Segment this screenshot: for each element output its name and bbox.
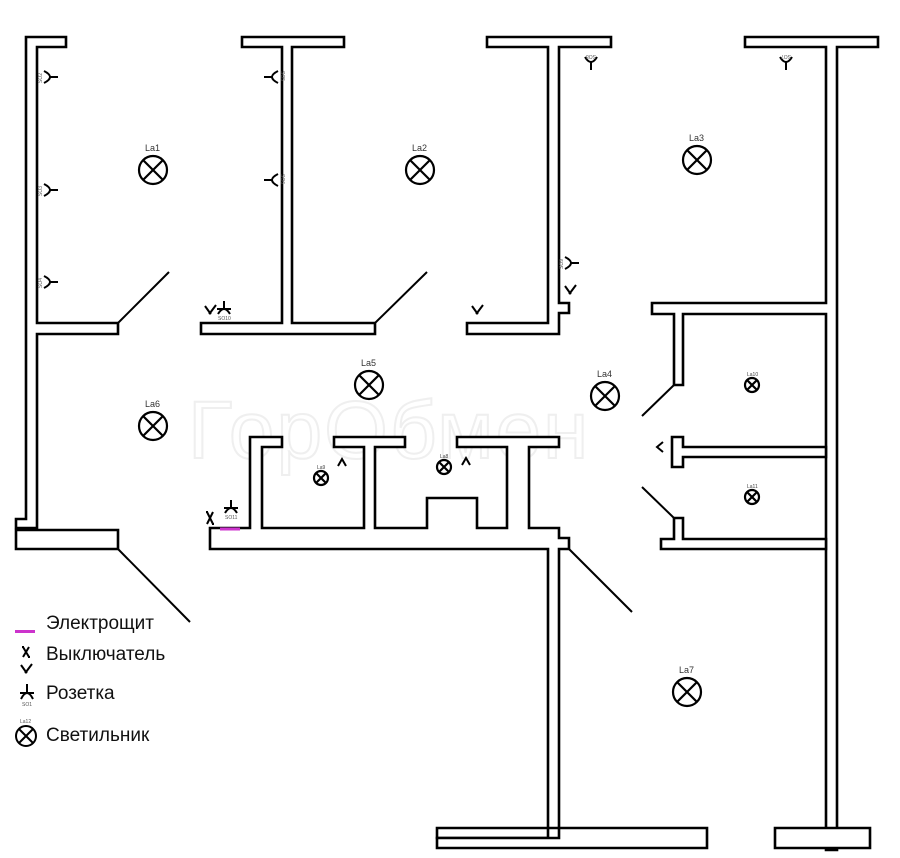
lamp-la8[interactable]: La8 — [435, 454, 453, 476]
door-room6 — [117, 548, 191, 623]
lamp-la9[interactable]: La9 — [312, 465, 330, 487]
door-room10 — [641, 384, 675, 417]
door-room1 — [117, 271, 170, 324]
svg-text:SO7: SO7 — [781, 53, 791, 59]
wall-room10-room11 — [670, 435, 828, 469]
door-room2 — [374, 271, 428, 324]
door-room7 — [568, 548, 633, 613]
switch-room3[interactable] — [564, 284, 577, 295]
legend-label: Выключатель — [46, 644, 166, 665]
socket-so4[interactable]: SO4 — [38, 275, 58, 289]
walls — [14, 35, 880, 852]
legend-item-socket: SO1 Розетка — [14, 682, 115, 708]
svg-text:SO3: SO3 — [38, 186, 44, 196]
switch-room2[interactable] — [204, 304, 217, 315]
svg-text:La12: La12 — [20, 719, 31, 725]
wall-room2-room3 — [465, 35, 613, 336]
lamp-la5[interactable]: La5 — [353, 358, 385, 401]
wall-room11-bottom — [659, 516, 828, 551]
lamp-la2[interactable]: La2 — [404, 143, 436, 186]
socket-so5[interactable]: SO5 — [264, 70, 285, 84]
socket-so6[interactable]: SO6 — [264, 173, 285, 187]
switch-room3-corridor[interactable] — [471, 304, 484, 315]
electrical-panel-icon — [14, 612, 44, 636]
wall-bottom-left — [435, 826, 550, 840]
svg-text:SO8: SO8 — [586, 53, 596, 59]
socket-so9[interactable]: SO9 — [559, 256, 579, 270]
legend-item-switch: Выключатель — [14, 643, 166, 674]
switch-icon — [14, 643, 44, 674]
lamp-label: La5 — [361, 358, 376, 368]
lamp-la10[interactable]: La10 — [743, 372, 761, 394]
wall-bottom-mid — [435, 826, 709, 850]
lamp-label: La1 — [145, 143, 160, 153]
door-room11 — [641, 486, 675, 519]
lamp-la6[interactable]: La6 — [137, 399, 169, 442]
switch-room10-11[interactable] — [655, 441, 664, 453]
legend-label: Электрощит — [46, 613, 154, 634]
wall-top-right — [650, 35, 880, 852]
svg-text:SO11: SO11 — [225, 515, 238, 521]
socket-so7[interactable]: SO7 — [779, 53, 793, 70]
wall-room1-room2 — [199, 35, 377, 336]
socket-so10[interactable]: SO10 — [217, 301, 231, 322]
legend-item-lamp: La12 Светильник — [14, 719, 150, 748]
lamp-label: La10 — [747, 372, 758, 378]
svg-text:SO6: SO6 — [279, 174, 285, 184]
sockets: SO2 SO3 SO4 SO5 SO6 SO8 SO7 S — [38, 53, 793, 521]
lamp-label: La3 — [689, 133, 704, 143]
svg-text:SO2: SO2 — [38, 73, 44, 83]
socket-icon: SO1 — [14, 682, 44, 708]
lamp-la4[interactable]: La4 — [589, 369, 621, 412]
lamp-la7[interactable]: La7 — [671, 665, 703, 708]
legend-label: Розетка — [46, 683, 115, 704]
socket-so3[interactable]: SO3 — [38, 183, 58, 197]
switch-room9[interactable] — [337, 456, 347, 467]
wall-bottom-right — [773, 826, 872, 850]
socket-so11[interactable]: SO11 — [224, 500, 238, 521]
svg-text:SO10: SO10 — [218, 316, 231, 322]
svg-text:SO9: SO9 — [559, 259, 565, 269]
legend-label: Светильник — [46, 725, 150, 746]
lamp-la3[interactable]: La3 — [681, 133, 713, 176]
lamp-icon: La12 — [14, 719, 44, 748]
svg-text:SO4: SO4 — [38, 278, 44, 288]
lamp-label: La8 — [440, 454, 449, 460]
lamp-label: La6 — [145, 399, 160, 409]
lamp-label: La7 — [679, 665, 694, 675]
switches — [204, 284, 664, 525]
socket-so8[interactable]: SO8 — [584, 53, 598, 70]
switch-entry[interactable] — [206, 511, 214, 525]
svg-text:SO1: SO1 — [22, 702, 32, 708]
lamp-la11[interactable]: La11 — [743, 484, 761, 506]
lamp-label: La4 — [597, 369, 612, 379]
switch-room8[interactable] — [461, 455, 471, 466]
lamp-label: La9 — [317, 465, 326, 471]
svg-text:SO5: SO5 — [279, 71, 285, 81]
lamps: La1 La2 La3 La4 La5 La6 La7 La8 — [137, 133, 761, 708]
lamp-la1[interactable]: La1 — [137, 143, 169, 186]
wall-corridor-bottom — [208, 435, 571, 830]
wall-room6-bottom — [14, 528, 120, 551]
legend-item-panel: Электрощит — [14, 612, 154, 636]
socket-so2[interactable]: SO2 — [38, 70, 58, 84]
lamp-label: La11 — [747, 484, 758, 490]
lamp-label: La2 — [412, 143, 427, 153]
wall-left-outer — [14, 35, 120, 530]
